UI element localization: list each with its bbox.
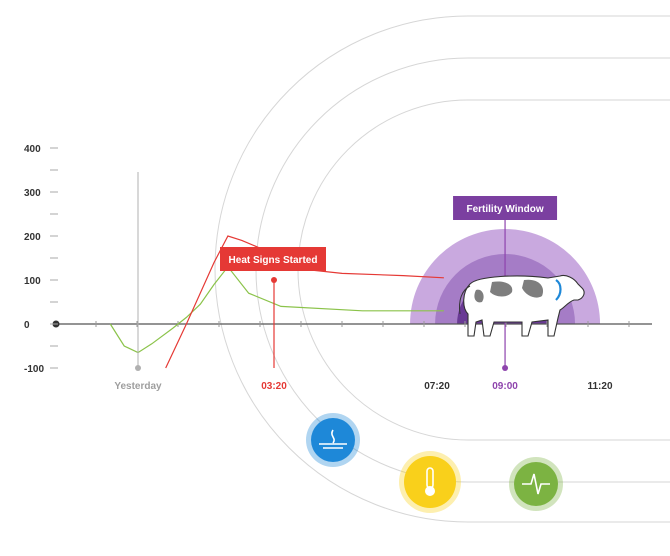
y-tick-label: 200	[24, 232, 41, 243]
y-tick-label: 300	[24, 188, 41, 199]
heat-start-dot	[271, 277, 277, 283]
heat-signs-box	[220, 247, 326, 271]
cow-collar	[555, 279, 562, 301]
x-tick-label: 11:20	[587, 381, 612, 392]
y-tick-label: -100	[24, 364, 44, 375]
yesterday-marker-dot	[135, 365, 141, 371]
y-axis-ticks: 400 300 200 100 0 -100	[24, 144, 58, 375]
cow-figure	[459, 274, 585, 337]
y-tick-label: 100	[24, 276, 41, 287]
heart-rate-icon	[509, 457, 563, 511]
fertility-stem-dot	[502, 365, 509, 371]
milk-tray-glyph	[319, 443, 347, 449]
x-tick-label: 07:20	[424, 381, 450, 392]
cow-spot	[474, 289, 484, 303]
y-tick-label: 400	[24, 144, 41, 155]
x-tick-label: Yesterday	[114, 381, 162, 392]
cow-spot	[522, 279, 544, 298]
cow-spot	[490, 281, 513, 297]
heat-signs-callout: Heat Signs Started	[220, 247, 326, 271]
fertility-window-label: Fertility Window	[466, 204, 543, 215]
fertility-window-box	[453, 196, 558, 220]
cow-illustration	[459, 274, 585, 337]
milk-flow-disc	[311, 418, 355, 462]
fertility-window-callout: Fertility Window	[453, 196, 558, 220]
heat-signs-label: Heat Signs Started	[229, 255, 318, 266]
milk-drop-glyph	[331, 429, 335, 444]
thermometer-icon	[399, 451, 461, 513]
milk-flow-icon	[306, 413, 360, 467]
series-line-2	[165, 235, 444, 369]
chart-callouts: Heat Signs Started Fertility Window	[220, 196, 558, 271]
thermometer-disc	[404, 456, 456, 508]
series-line-1	[109, 265, 444, 354]
lane-arc-1	[214, 15, 670, 523]
thermo-bulb	[425, 486, 435, 496]
x-axis-labels: Yesterday 03:20 07:20 09:00 11:20	[114, 172, 613, 392]
x-tick-label: 03:20	[261, 381, 287, 392]
cow-tail	[459, 285, 471, 315]
pulse-glyph	[522, 473, 550, 495]
x-tick-label: 09:00	[492, 381, 518, 392]
sensor-icons	[306, 413, 563, 513]
y-tick-label: 0	[24, 320, 30, 331]
